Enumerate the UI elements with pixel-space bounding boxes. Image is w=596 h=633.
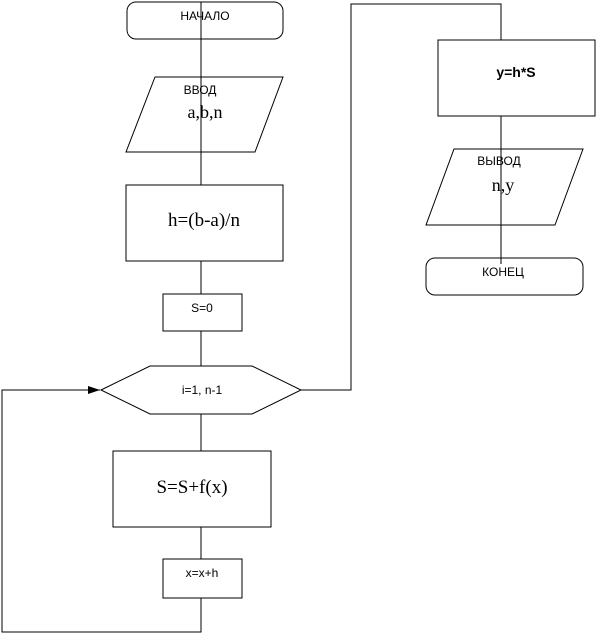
- accumulate-process: S=S+f(x): [112, 450, 272, 528]
- end-label: КОНЕЦ: [482, 265, 524, 279]
- init-s-label: S=0: [191, 301, 213, 315]
- end-terminator: КОНЕЦ: [425, 257, 584, 296]
- start-terminator: НАЧАЛО: [126, 1, 284, 40]
- connector-loop-exit: [301, 3, 502, 391]
- calc-h-process: h=(b-a)/n: [125, 184, 284, 262]
- output-parallelogram: ВЫВОД n,y: [425, 148, 584, 226]
- output-title: ВЫВОД: [477, 154, 520, 168]
- loop-hexagon: i=1, n-1: [99, 365, 303, 415]
- increment-label: x=x+h: [186, 566, 219, 580]
- init-s-process: S=0: [162, 293, 243, 332]
- calc-h-label: h=(b-a)/n: [168, 210, 240, 231]
- connector-loop-back: [1, 389, 202, 633]
- increment-process: x=x+h: [162, 558, 243, 599]
- loop-back-arrowhead: [88, 386, 100, 394]
- start-label: НАЧАЛО: [180, 9, 229, 23]
- calc-y-label: y=h*S: [496, 64, 535, 80]
- output-value: n,y: [492, 175, 515, 195]
- input-parallelogram: ВВОД a,b,n: [125, 76, 284, 153]
- accumulate-label: S=S+f(x): [156, 477, 227, 498]
- calc-y-process: y=h*S: [437, 39, 596, 117]
- input-value: a,b,n: [188, 102, 223, 122]
- loop-label: i=1, n-1: [182, 383, 223, 397]
- input-title: ВВОД: [184, 83, 217, 97]
